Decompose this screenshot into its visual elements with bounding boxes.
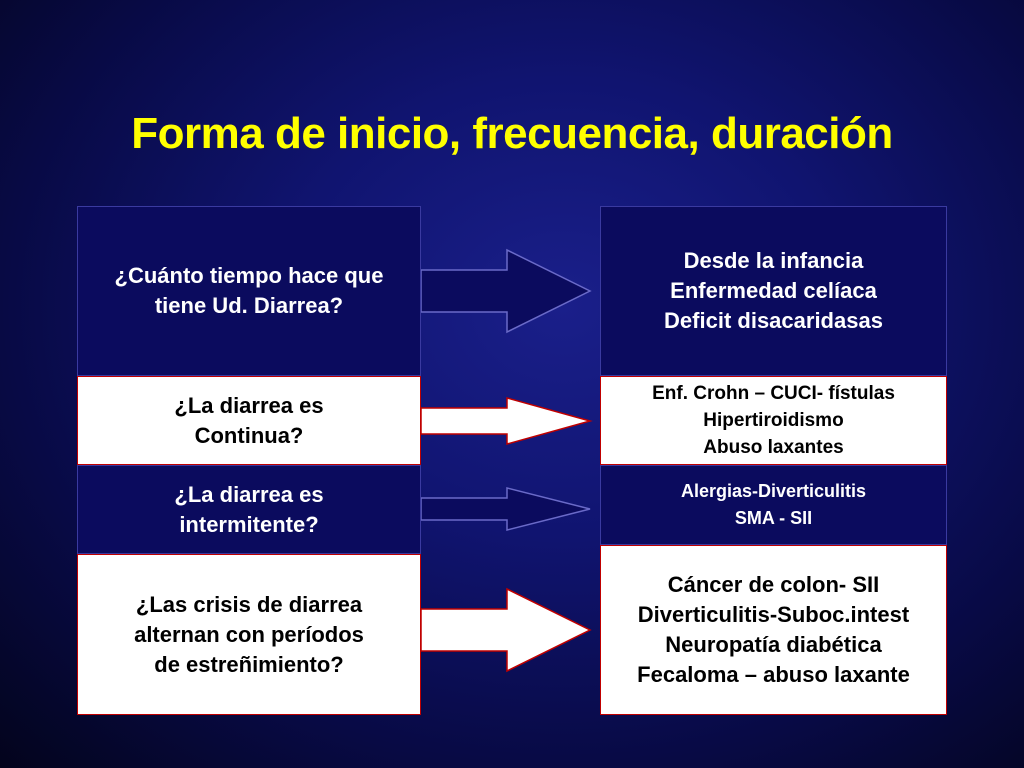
answer-box-continuous: Enf. Crohn – CUCI- fístulas Hipertiroidi… bbox=[600, 376, 947, 465]
arrow-4 bbox=[420, 587, 592, 673]
answer-text: Enf. Crohn – CUCI- fístulas Hipertiroidi… bbox=[652, 383, 895, 458]
arrow-3 bbox=[420, 487, 591, 531]
question-box-intermittent: ¿La diarrea es intermitente? bbox=[77, 465, 421, 554]
question-text: ¿Las crisis de diarrea alternan con perí… bbox=[134, 591, 364, 677]
arrow-2 bbox=[420, 397, 593, 445]
answer-box-alternating: Cáncer de colon- SII Diverticulitis-Subo… bbox=[600, 545, 947, 715]
question-box-duration: ¿Cuánto tiempo hace que tiene Ud. Diarre… bbox=[77, 206, 421, 376]
answer-box-intermittent: Alergias-Diverticulitis SMA - SII bbox=[600, 465, 947, 545]
answer-text: Desde la infancia Enfermedad celíaca Def… bbox=[664, 248, 883, 333]
question-text: ¿La diarrea es Continua? bbox=[174, 392, 324, 448]
answer-text: Alergias-Diverticulitis SMA - SII bbox=[680, 481, 867, 528]
arrow-1 bbox=[420, 248, 592, 334]
answer-text: Cáncer de colon- SII Diverticulitis-Subo… bbox=[637, 572, 910, 687]
question-box-continuous: ¿La diarrea es Continua? bbox=[77, 376, 421, 465]
answer-box-duration: Desde la infancia Enfermedad celíaca Def… bbox=[600, 206, 947, 376]
question-box-alternating: ¿Las crisis de diarrea alternan con perí… bbox=[77, 554, 421, 715]
question-text: ¿La diarrea es intermitente? bbox=[174, 481, 324, 537]
question-text: ¿Cuánto tiempo hace que tiene Ud. Diarre… bbox=[114, 263, 384, 318]
slide-title: Forma de inicio, frecuencia, duración bbox=[131, 109, 893, 158]
